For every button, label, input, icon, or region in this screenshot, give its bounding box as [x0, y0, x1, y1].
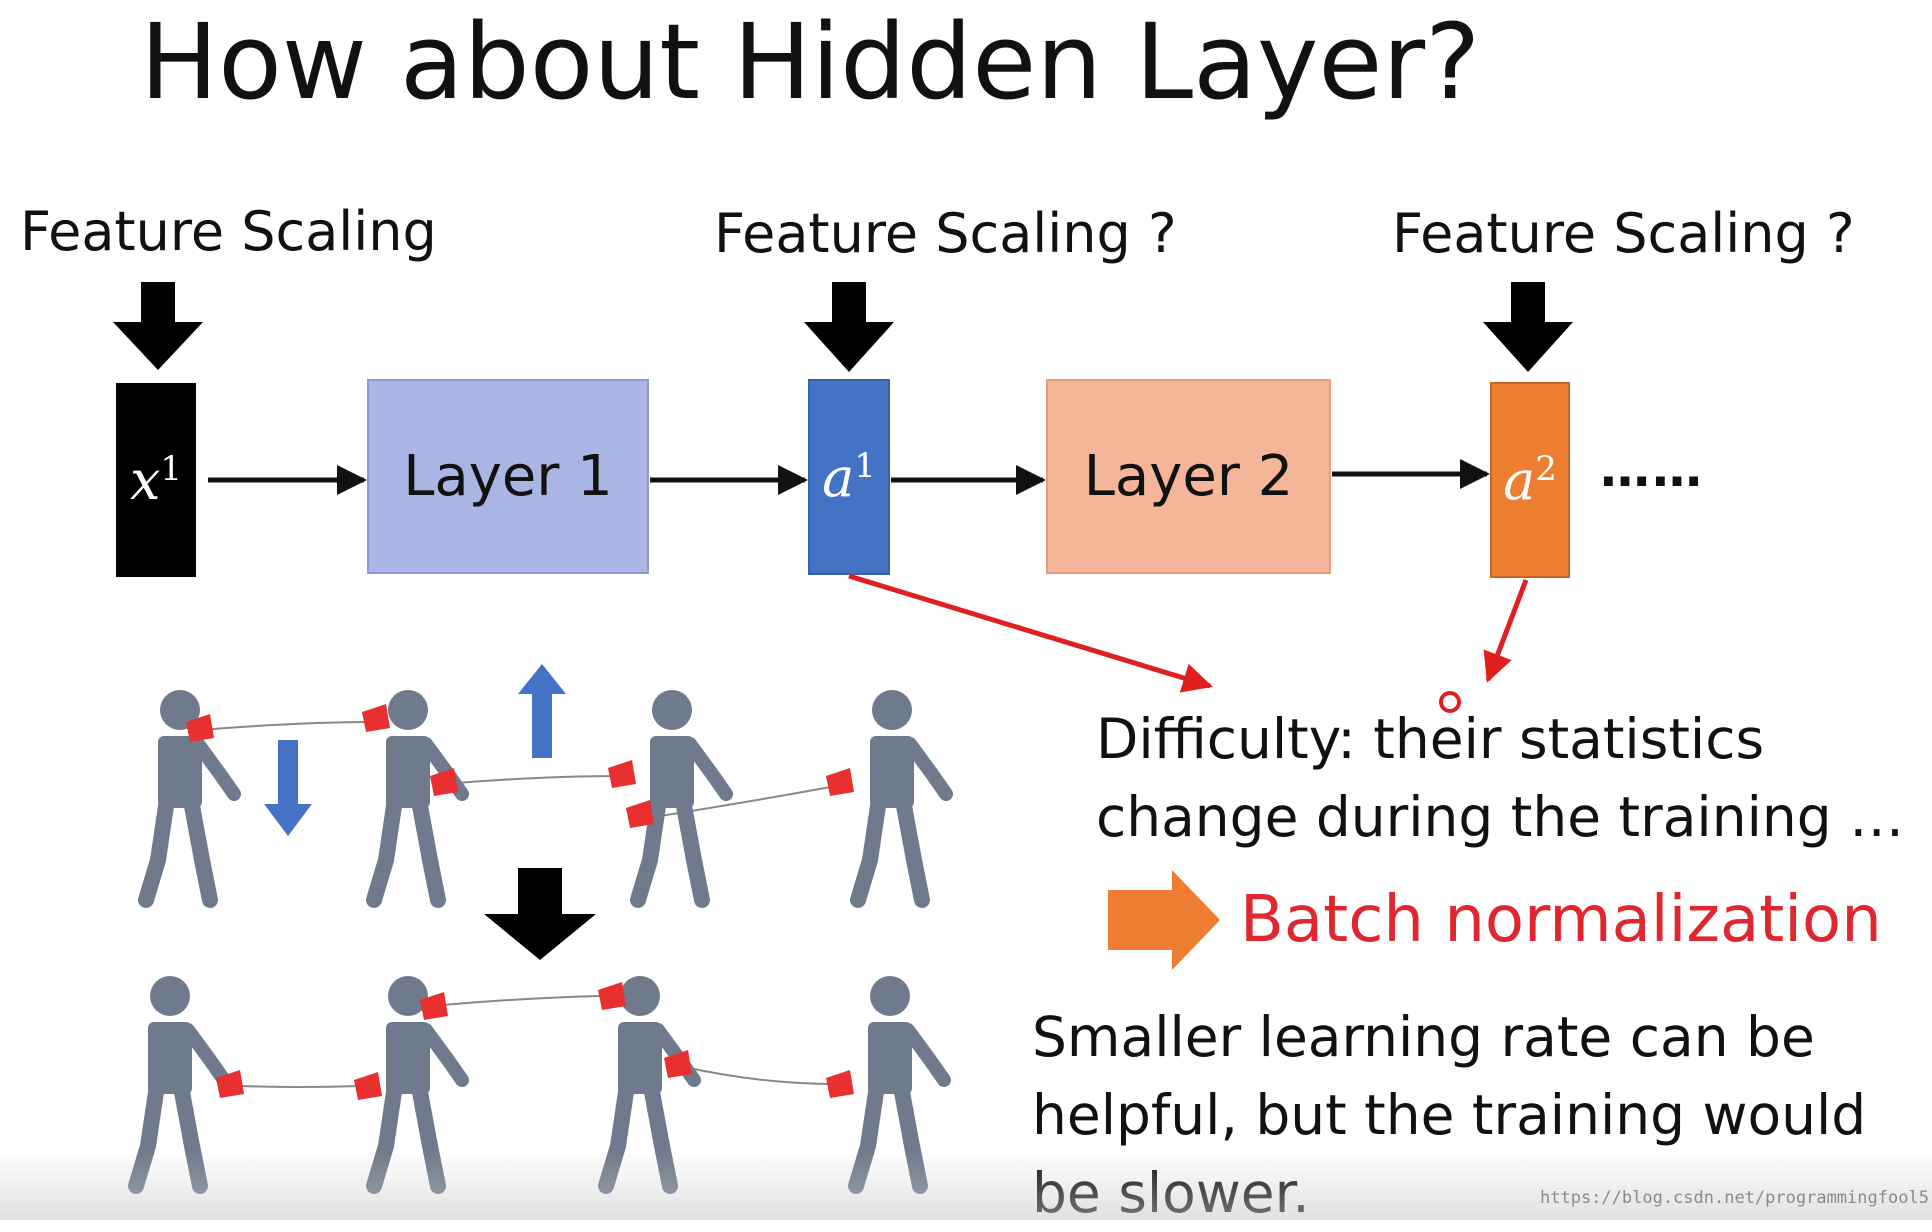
- watermark: https://blog.csdn.net/programmingfool5: [1540, 1188, 1929, 1208]
- batch-normalization-text: Batch normalization: [1240, 883, 1882, 957]
- down-arrow-icon: [1483, 282, 1573, 372]
- cup-phone-icon: [626, 800, 654, 828]
- person-icon: [638, 690, 726, 900]
- orange-right-arrow-icon: [1108, 870, 1220, 970]
- feature-scaling-label-a2: Feature Scaling ?: [1392, 202, 1855, 265]
- red-arrow-a2-to-difficulty: [1483, 579, 1529, 683]
- a1-box: [808, 379, 890, 575]
- red-arrow-a1-to-difficulty: [848, 573, 1213, 693]
- feature-scaling-label-input: Feature Scaling: [20, 200, 437, 263]
- feature-scaling-label-a1: Feature Scaling ?: [714, 202, 1177, 265]
- difficulty-line-1: Difficulty: their statistics: [1096, 707, 1765, 771]
- layer1-box: [367, 379, 649, 574]
- blue-down-arrow-icon: [264, 740, 312, 836]
- cup-phone-icon: [826, 1070, 854, 1098]
- slide-title: How about Hidden Layer?: [140, 1, 1481, 123]
- x1-label: x1: [129, 448, 183, 512]
- people-row-bottom: [136, 976, 944, 1186]
- a2-box: [1490, 382, 1570, 578]
- cup-phone-icon: [362, 704, 390, 732]
- difficulty-line-2: change during the training …: [1096, 785, 1905, 849]
- x1-box: [116, 383, 196, 577]
- a1-label: a1: [822, 445, 876, 509]
- smaller-lr-line-1: Smaller learning rate can be: [1032, 1005, 1815, 1069]
- down-arrow-icon: [113, 282, 203, 370]
- down-arrow-icon: [484, 868, 596, 960]
- cursor-dot: [1439, 691, 1461, 713]
- person-icon: [858, 690, 946, 900]
- layer2-box: [1046, 379, 1331, 574]
- people-row-top: [146, 690, 946, 900]
- cup-phone-icon: [598, 982, 626, 1010]
- cup-phone-icon: [608, 760, 636, 788]
- cup-phone-icon: [826, 768, 854, 796]
- ellipsis: ……: [1600, 440, 1704, 498]
- blue-up-arrow-icon: [518, 664, 566, 758]
- layer1-label: Layer 1: [403, 444, 613, 509]
- cup-phone-icon: [430, 768, 458, 796]
- smaller-lr-line-2: helpful, but the training would: [1032, 1083, 1867, 1147]
- cup-phone-icon: [354, 1072, 382, 1100]
- a2-label: a2: [1503, 448, 1557, 512]
- layer2-label: Layer 2: [1083, 444, 1294, 509]
- bottom-fade: [0, 1150, 1932, 1220]
- down-arrow-icon: [804, 282, 894, 372]
